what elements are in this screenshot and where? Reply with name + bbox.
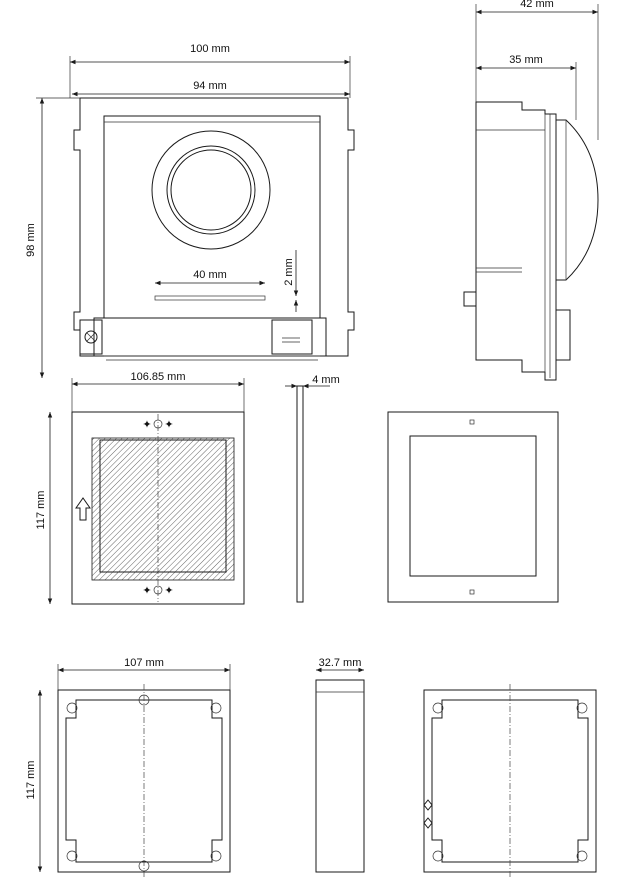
dim-module-depth-total: 42 mm [520, 0, 554, 10]
frame-back-hole-bottom [469, 589, 475, 595]
module-connector [271, 319, 313, 355]
camera-lens-outer [166, 145, 256, 235]
svg-text:✦: ✦ [164, 585, 173, 597]
camera-lens-inner [170, 149, 252, 231]
svg-text:✦: ✦ [142, 585, 151, 597]
backbox-back-hole-tr-icon [576, 702, 588, 714]
camera-ring [151, 130, 271, 250]
frame-side-profile [296, 385, 304, 603]
dim-slot-width: 40 mm [193, 269, 227, 281]
frame-screw-top-icon [153, 419, 163, 429]
dim-frame-thickness: 4 mm [312, 374, 340, 386]
up-arrow-icon [75, 497, 91, 521]
frame-back-hole-top [469, 419, 475, 425]
dim-slot-height: 2 mm [283, 258, 295, 286]
module-slot [154, 295, 266, 301]
module-side-clip [555, 309, 571, 361]
backbox-back-inner-contour [431, 699, 589, 863]
camera-dome-profile [556, 119, 599, 281]
module-side-latch [463, 291, 477, 307]
backbox-side-body [315, 679, 365, 873]
dim-module-height: 98 mm [25, 223, 37, 257]
backbox-hole-tr-icon [210, 702, 222, 714]
frame-back-outer [387, 411, 559, 603]
backbox-hole-tl-icon [66, 702, 78, 714]
backbox-hole-top-icon [138, 694, 150, 706]
frame-side-view: 4 mm [285, 374, 340, 603]
svg-text:✦: ✦ [164, 419, 173, 431]
backbox-back-hole-br-icon [576, 850, 588, 862]
dim-backbox-height: 117 mm [25, 761, 37, 800]
frame-outer [71, 411, 245, 605]
dim-backbox-width: 107 mm [124, 657, 164, 669]
frame-opening [99, 439, 227, 573]
frame-front-view: ✦ ✦ ✦ ✦ 106.85 mm 117 mm [35, 371, 245, 605]
backbox-hole-bl-icon [66, 850, 78, 862]
dim-backbox-depth: 32.7 mm [319, 657, 362, 669]
backbox-back-hole-tl-icon [432, 702, 444, 714]
module-side-view: 42 mm 35 mm [463, 0, 599, 381]
backbox-hole-br-icon [210, 850, 222, 862]
module-front-view: 100 mm 94 mm 98 mm 40 mm 2 mm [25, 43, 355, 378]
backbox-side-view: 32.7 mm [315, 657, 365, 873]
module-terminal-block [79, 319, 103, 355]
dim-module-depth-body: 35 mm [509, 54, 543, 66]
backbox-hole-bottom-icon [138, 860, 150, 872]
frame-back-view [387, 411, 559, 603]
backbox-back-view [423, 684, 597, 878]
module-side-body [475, 101, 557, 381]
backbox-back-hole-bl-icon [432, 850, 444, 862]
dim-module-width-outer: 100 mm [190, 43, 230, 55]
svg-text:✦: ✦ [142, 419, 151, 431]
terminal-screw-icon [84, 330, 98, 344]
module-mounting-plate [73, 97, 355, 357]
frame-recess [91, 437, 235, 581]
frame-screw-bottom-icon [153, 585, 163, 595]
module-bottom-housing [93, 317, 327, 357]
dim-frame-width: 106.85 mm [130, 371, 185, 383]
frame-back-opening [409, 435, 537, 577]
dim-frame-height: 117 mm [35, 491, 47, 530]
backbox-inner-contour [65, 699, 223, 863]
dim-module-width-inner: 94 mm [193, 80, 227, 92]
backbox-front-view: 107 mm 117 mm [25, 657, 231, 878]
